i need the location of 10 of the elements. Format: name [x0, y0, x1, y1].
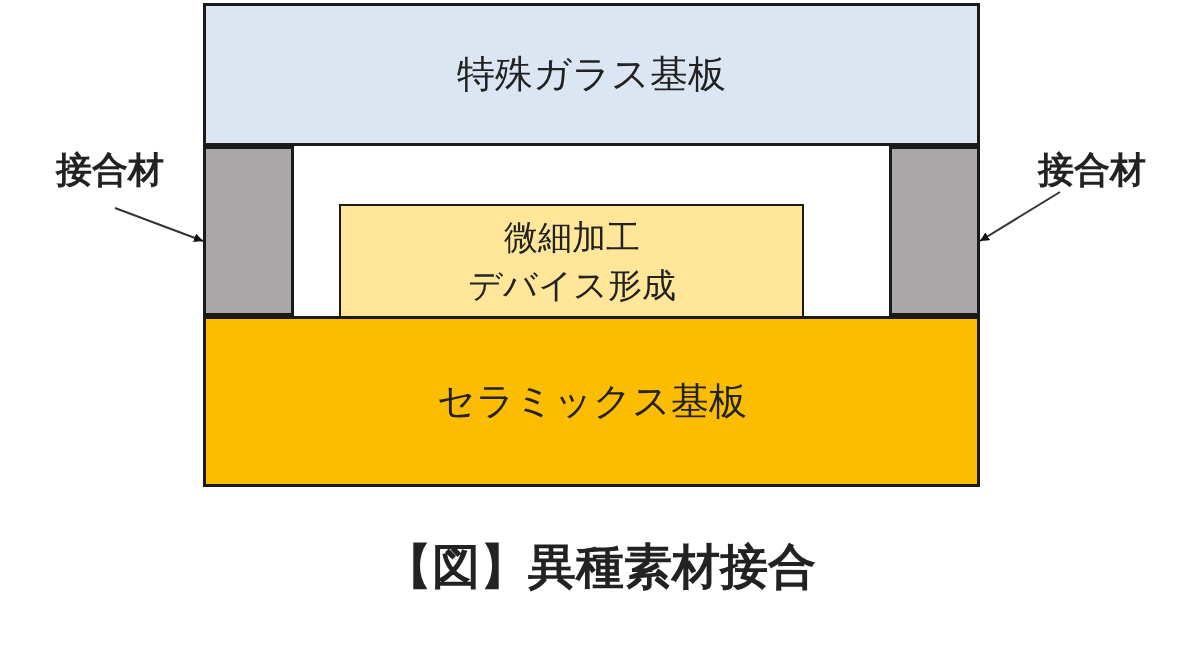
callout-label: 接合材 [30, 145, 190, 195]
substrate-layer: 特殊ガラス基板 [203, 3, 980, 146]
leader-arrow [979, 191, 1061, 242]
bonding-block [889, 146, 980, 316]
substrate-layer: セラミックス基板 [203, 316, 980, 487]
leader-arrow [114, 207, 204, 243]
callout-label: 接合材 [1012, 145, 1172, 195]
caption: 【図】異種素材接合 [383, 537, 817, 596]
bonding-block [203, 146, 294, 316]
device-box: 微細加工デバイス形成 [339, 204, 804, 319]
